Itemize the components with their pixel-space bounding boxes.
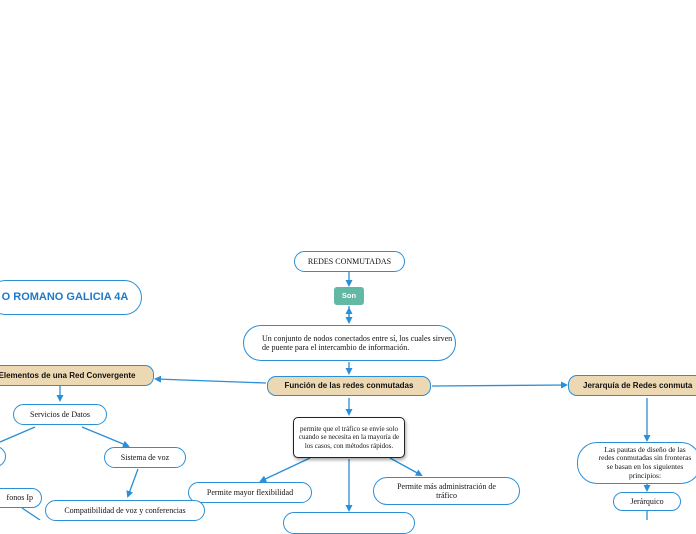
node-telefonos-ip[interactable]: fonos Ip xyxy=(0,488,42,508)
node-jerarquico[interactable]: Jerárquico xyxy=(613,492,681,511)
node-pautas[interactable]: Las pautas de diseño de las redes conmut… xyxy=(577,442,696,484)
node-jerarquia[interactable]: Jerarquía de Redes conmuta xyxy=(568,375,696,396)
node-administracion[interactable]: Permite más administración de tráfico xyxy=(373,477,520,505)
edge-voz-compat xyxy=(126,468,139,498)
edge-permite-flexibilidad xyxy=(259,457,311,483)
node-definicion[interactable]: Un conjunto de nodos conectados entre sí… xyxy=(243,325,456,361)
node-bottom-partial[interactable] xyxy=(283,512,415,534)
edge-layer xyxy=(0,272,651,520)
node-sistema-voz[interactable]: Sistema de voz xyxy=(104,447,186,468)
node-flexibilidad[interactable]: Permite mayor flexibilidad xyxy=(188,482,312,503)
node-son[interactable]: Son xyxy=(334,287,364,305)
edge-funcion-jerarquia xyxy=(431,381,568,389)
edge-servicios-left xyxy=(0,426,36,443)
node-permite-que[interactable]: permite que el tráfico se envíe solo cua… xyxy=(293,417,405,458)
main-title[interactable]: O ROMANO GALICIA 4A xyxy=(0,280,142,315)
node-funcion[interactable]: Función de las redes conmutadas xyxy=(267,376,431,396)
node-servicios-datos[interactable]: Servicios de Datos xyxy=(13,404,107,425)
edge-telefonos-down xyxy=(21,507,41,520)
node-elementos[interactable]: Elementos de una Red Convergente xyxy=(0,365,154,386)
edge-permite-administracion xyxy=(389,457,423,476)
edge-servicios-voz xyxy=(81,426,130,448)
node-compatibilidad[interactable]: Compatibilidad de voz y conferencias xyxy=(45,500,205,521)
node-redes-conmutadas[interactable]: REDES CONMUTADAS xyxy=(294,251,405,272)
edge-funcion-elementos xyxy=(154,375,267,384)
